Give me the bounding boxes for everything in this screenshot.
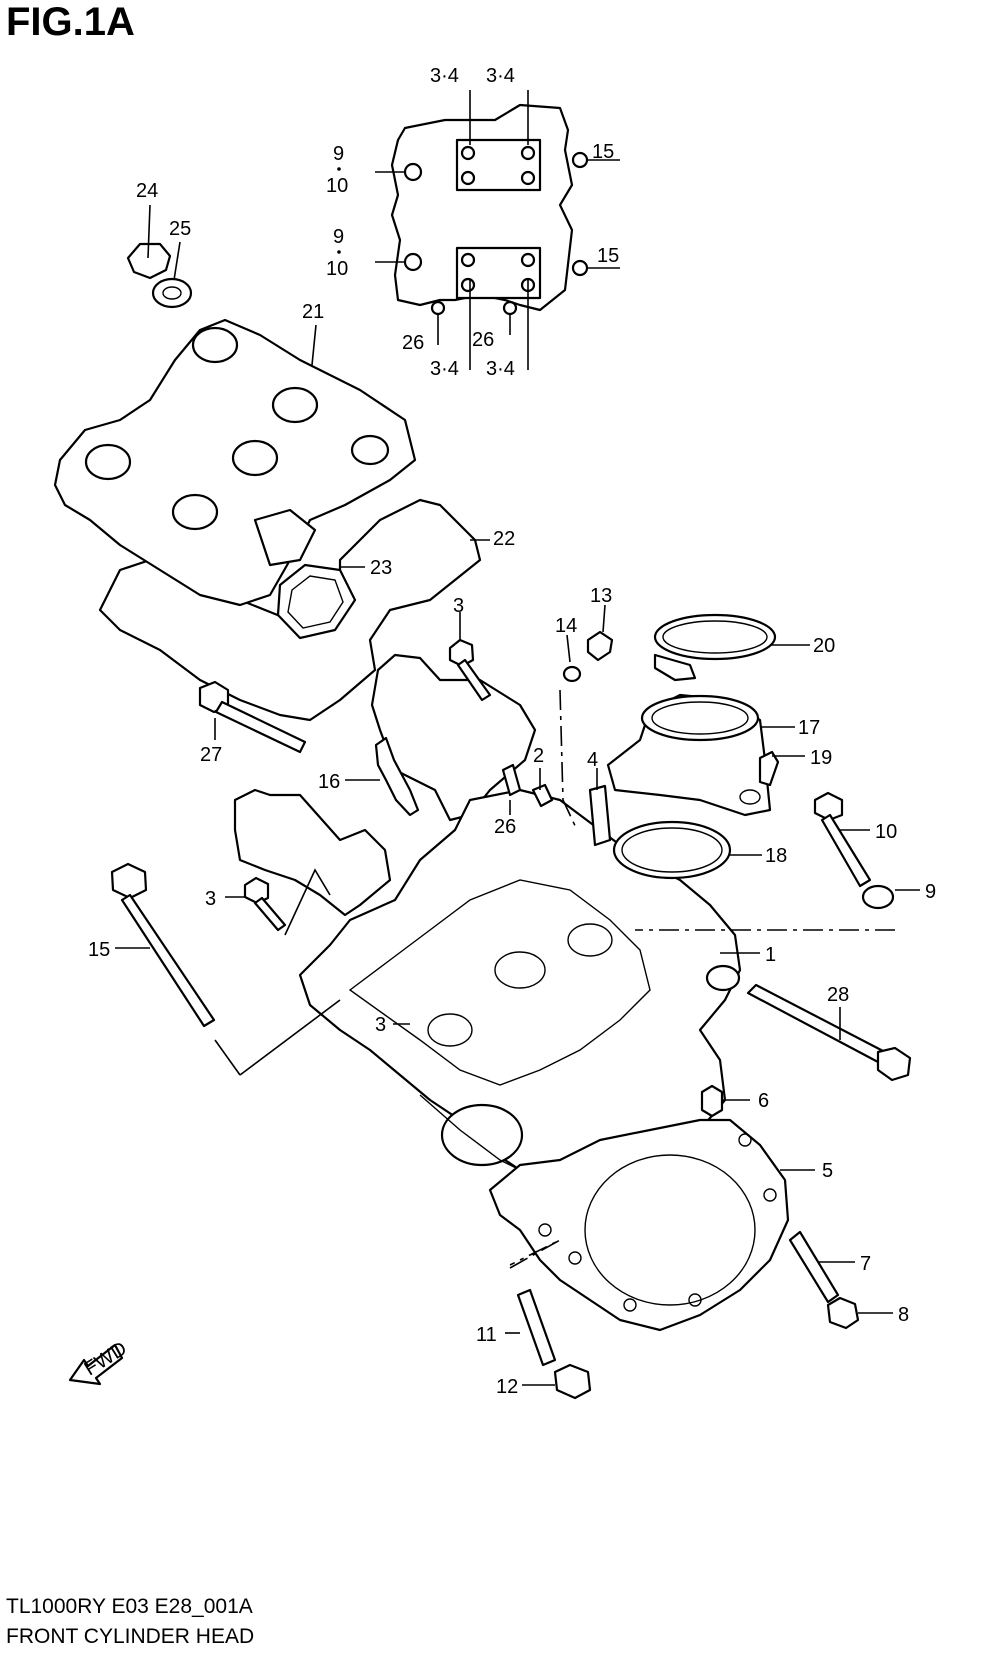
- callout-23: 23: [370, 557, 392, 579]
- tightening-sequence-panel: [375, 90, 620, 370]
- fwd-label: FWD: [80, 1338, 130, 1381]
- callout-15: 15: [88, 939, 110, 961]
- bolt-10: [813, 791, 872, 888]
- callout-11: 11: [476, 1324, 497, 1346]
- stud-bolt-7: [788, 1230, 840, 1304]
- callout-26-head: 26: [494, 816, 516, 838]
- cover-gasket: [98, 498, 482, 722]
- callout-9-panel-b: 9: [333, 226, 344, 248]
- callout-15-panel-b: 15: [597, 245, 619, 267]
- callout-28: 28: [827, 984, 849, 1006]
- callout-7: 7: [860, 1253, 871, 1275]
- callout-5: 5: [822, 1160, 833, 1182]
- o-ring: [612, 820, 732, 880]
- callout-3-4-top-right: 3·4: [486, 65, 515, 87]
- bolt-13: [586, 630, 614, 662]
- callout-26-panel-b: 26: [472, 329, 494, 351]
- callout-2: 2: [533, 745, 544, 767]
- bolt-27: [198, 680, 307, 754]
- callout-18: 18: [765, 845, 787, 867]
- callout-15-panel-a: 15: [592, 141, 614, 163]
- callout-13: 13: [590, 585, 612, 607]
- callout-labels: 3·4 3·4 3·4 3·4 9 10 9 10 15 15 26 26 24…: [88, 65, 936, 1398]
- head-bolt-15: [110, 862, 216, 1028]
- part-2-dowel: [531, 783, 554, 808]
- callout-14: 14: [555, 615, 577, 637]
- camshaft-holder-lower: [233, 788, 392, 917]
- callout-6: 6: [758, 1090, 769, 1112]
- washer-9: [861, 884, 895, 910]
- callout-21: 21: [302, 301, 324, 323]
- callout-3-lower: 3: [375, 1014, 386, 1036]
- callout-12: 12: [496, 1376, 518, 1398]
- callout-3-left: 3: [205, 888, 216, 910]
- part-4-guide: [588, 784, 612, 847]
- callout-3-upper: 3: [453, 595, 464, 617]
- diagram-code: TL1000RY E03 E28_001A: [6, 1595, 253, 1618]
- callout-22: 22: [493, 528, 515, 550]
- callout-3-4-bottom-right: 3·4: [486, 358, 515, 380]
- callout-9: 9: [925, 881, 936, 903]
- screw-19: [758, 750, 780, 787]
- dowel-26: [501, 763, 522, 797]
- callout-27: 27: [200, 744, 222, 766]
- valve-cover: [53, 318, 417, 607]
- oil-filler-cap: [126, 242, 172, 280]
- callout-17: 17: [798, 717, 820, 739]
- callout-19: 19: [810, 747, 832, 769]
- callout-25: 25: [169, 218, 191, 240]
- head-gasket: [488, 1118, 790, 1332]
- dowel-pin: [700, 1084, 724, 1118]
- callout-1: 1: [765, 944, 776, 966]
- callout-10-panel-a: 10: [326, 175, 348, 197]
- intake-pipe: [606, 693, 772, 817]
- callout-3-4-bottom-left: 3·4: [430, 358, 459, 380]
- callout-9-panel-a: 9: [333, 143, 344, 165]
- callout-8: 8: [898, 1304, 909, 1326]
- callout-26-panel-a: 26: [402, 332, 424, 354]
- stud-bolt-11: [516, 1288, 557, 1367]
- forward-arrow-icon: FWD: [68, 1338, 131, 1386]
- nut-8: [826, 1296, 860, 1330]
- callout-3-4-top-left: 3·4: [430, 65, 459, 87]
- washer-14: [562, 665, 582, 683]
- intake-clamp: [653, 613, 777, 682]
- callout-20: 20: [813, 635, 835, 657]
- callout-10: 10: [875, 821, 897, 843]
- callout-16: 16: [318, 771, 340, 793]
- callout-10-panel-b: 10: [326, 258, 348, 280]
- cylinder-head: [298, 788, 742, 1187]
- figure-title: FIG.1A: [6, 0, 135, 44]
- bolt-3-left: [243, 876, 287, 932]
- leader-lines: [115, 204, 920, 1386]
- bolt-28: [746, 983, 912, 1082]
- spark-plug: [374, 736, 420, 817]
- nut-12: [553, 1363, 592, 1400]
- callout-4: 4: [587, 749, 598, 771]
- callout-24: 24: [136, 180, 158, 202]
- filler-cap-seal: [151, 277, 193, 309]
- diagram-caption: FRONT CYLINDER HEAD: [6, 1625, 255, 1648]
